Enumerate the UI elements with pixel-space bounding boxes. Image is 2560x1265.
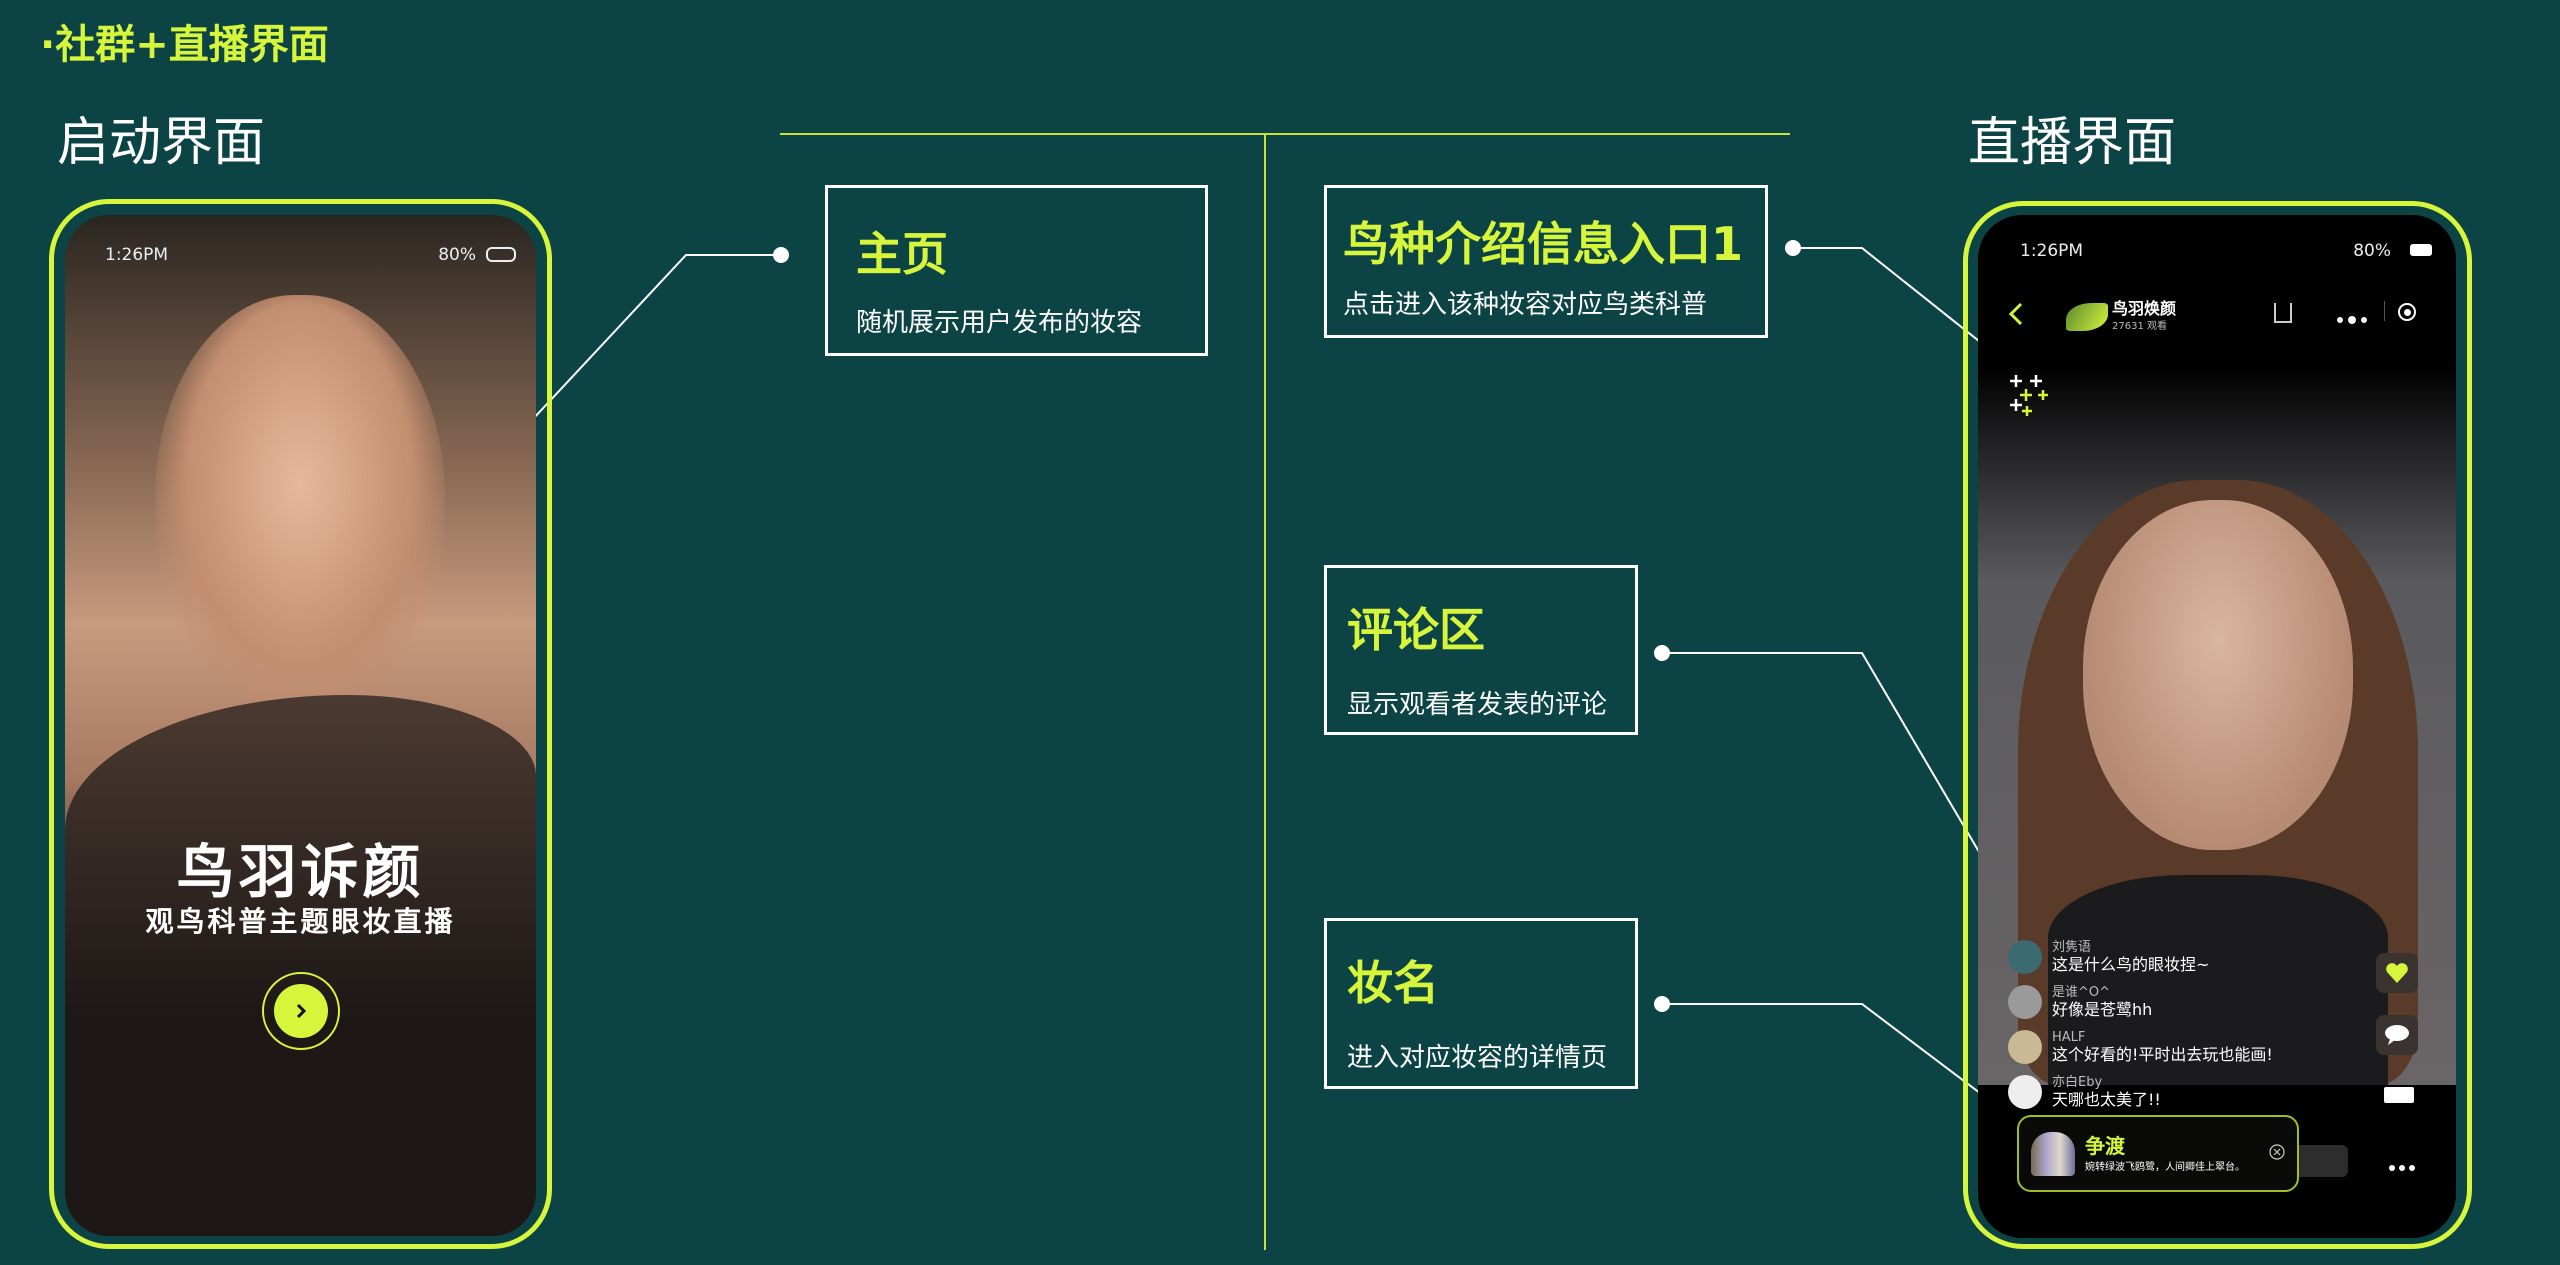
comment-text: 好像是苍鹭hh [2052, 1000, 2153, 1019]
page-title: ·社群+直播界面 [40, 22, 329, 68]
annotation-title: 妆名 [1347, 956, 1439, 1010]
makeup-name: 争渡 [2085, 1133, 2125, 1158]
annotation-title: 鸟种介绍信息入口1 [1343, 217, 1744, 271]
more-options-icon[interactable] [2388, 1157, 2416, 1176]
annotation-home: 主页 随机展示用户发布的妆容 [825, 185, 1208, 356]
comment-item: 是谁^O^好像是苍鹭hh [2008, 985, 2152, 1019]
comment-text: 天哪也太美了!! [2052, 1090, 2161, 1109]
comment-text: 这是什么鸟的眼妆捏~ [2052, 955, 2210, 974]
status-time: 1:26PM [2020, 241, 2084, 261]
chevron-right-icon [274, 984, 328, 1038]
close-icon[interactable] [2269, 1143, 2285, 1164]
comment-user: 刘隽语 [2052, 940, 2092, 955]
more-icon[interactable] [2336, 309, 2370, 328]
launch-phone-frame [49, 199, 552, 1249]
live-video[interactable] [1978, 365, 2456, 1085]
annotation-title: 评论区 [1347, 603, 1485, 657]
live-screen: 1:26PM 80% 鸟羽焕颜 27631 观看 刘隽语这是什么鸟的眼妆捏~ 是… [1978, 215, 2456, 1238]
close-miniapp-icon[interactable] [2398, 303, 2416, 321]
divider-horizontal [780, 133, 1790, 135]
live-phone-frame [1963, 201, 2472, 1249]
divider [2384, 301, 2385, 321]
annotation-desc: 进入对应妆容的详情页 [1347, 1043, 1608, 1073]
like-button[interactable] [2376, 953, 2418, 993]
cover-photo [155, 295, 445, 715]
chat-bubble-icon [2385, 1025, 2409, 1045]
connector-dot [1654, 645, 1670, 661]
viewer-count: 27631 观看 [2112, 321, 2167, 332]
comment-button[interactable] [2376, 1015, 2418, 1055]
channel-name[interactable]: 鸟羽焕颜 [2112, 299, 2177, 318]
launch-screen: 1:26PM 80% 鸟羽诉颜 观鸟科普主题眼妆直播 [65, 215, 536, 1236]
channel-logo [2066, 303, 2108, 331]
annotation-bird-info: 鸟种介绍信息入口1 点击进入该种妆容对应鸟类科普 [1324, 185, 1768, 338]
brand-tagline: 观鸟科普主题眼妆直播 [145, 905, 456, 938]
comment-user: 是谁^O^ [2052, 985, 2111, 1000]
brand-name: 鸟羽诉颜 [176, 838, 425, 906]
share-icon[interactable] [2274, 303, 2292, 323]
makeup-card[interactable]: 争渡 婉转绿波飞鸥鹭，人间卿佳上翠台。 [2017, 1115, 2299, 1192]
vr-glasses-icon[interactable] [2384, 1087, 2414, 1103]
annotation-desc: 随机展示用户发布的妆容 [856, 308, 1143, 338]
annotation-makeup-name: 妆名 进入对应妆容的详情页 [1324, 918, 1638, 1089]
connector-dot [1654, 996, 1670, 1012]
battery-icon [486, 247, 516, 262]
back-icon[interactable] [2008, 301, 2024, 331]
section-live-title: 直播界面 [1968, 113, 2177, 173]
annotation-desc: 点击进入该种妆容对应鸟类科普 [1343, 290, 1708, 320]
heart-icon [2386, 963, 2408, 983]
avatar [2008, 1075, 2042, 1109]
streamer-face [2083, 500, 2353, 850]
makeup-thumbnail [2031, 1131, 2075, 1176]
comment-user: 亦白Eby [2052, 1075, 2103, 1090]
section-launch-title: 启动界面 [57, 113, 266, 173]
status-battery: 80% [2353, 241, 2391, 261]
enter-button[interactable] [262, 972, 340, 1050]
avatar [2008, 1030, 2042, 1064]
cover-overlay [65, 695, 536, 1236]
battery-icon [2410, 244, 2432, 256]
status-time: 1:26PM [105, 245, 169, 265]
annotation-comments: 评论区 显示观看者发表的评论 [1324, 565, 1638, 735]
connector-dot [773, 247, 789, 263]
comment-user: HALF [2052, 1030, 2086, 1045]
annotation-desc: 显示观看者发表的评论 [1347, 690, 1608, 720]
comment-item: 刘隽语这是什么鸟的眼妆捏~ [2008, 940, 2209, 974]
bird-info-entry-icon[interactable] [2008, 373, 2052, 421]
avatar [2008, 940, 2042, 974]
comment-text: 这个好看的!平时出去玩也能画! [2052, 1045, 2273, 1064]
divider-vertical [1264, 134, 1266, 1250]
annotation-title: 主页 [856, 227, 948, 281]
status-battery: 80% [438, 245, 476, 265]
makeup-desc: 婉转绿波飞鸥鹭，人间卿佳上翠台。 [2085, 1161, 2245, 1173]
streamer-shirt [2048, 875, 2388, 1085]
avatar [2008, 985, 2042, 1019]
connector-dot [1785, 240, 1801, 256]
